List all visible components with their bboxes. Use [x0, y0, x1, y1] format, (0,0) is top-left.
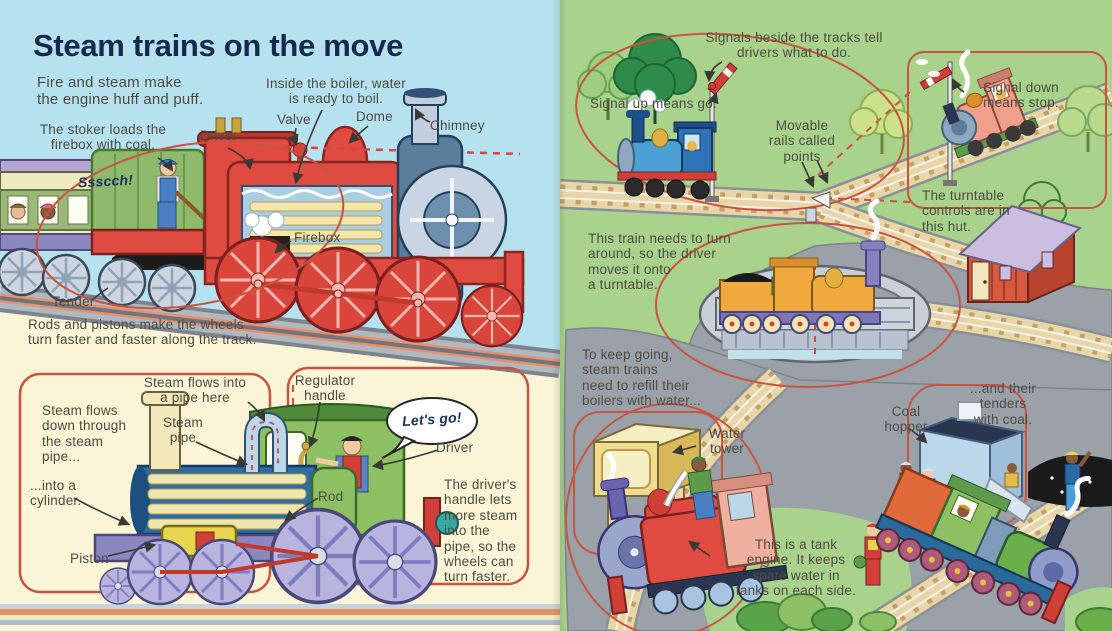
- blue-engine: [617, 89, 717, 200]
- page-right: Signals beside the tracks tell drivers w…: [560, 0, 1112, 631]
- red-tank-engine: [597, 452, 789, 616]
- points-label: Movable rails called points: [768, 118, 836, 164]
- coal-hopper-label: Coal hopper: [884, 404, 928, 435]
- signal-up-label: Signal up means go.: [590, 96, 717, 111]
- firebox-label: Firebox: [294, 230, 341, 245]
- piston-label: Piston: [70, 551, 109, 566]
- hut-note: The turntable controls are in this hut.: [922, 188, 1010, 234]
- steam-down-note: Steam flows down through the steam pipe.…: [42, 403, 127, 465]
- red-steam-engine: [197, 88, 525, 348]
- steam-puff: [244, 211, 285, 237]
- bushes: [736, 593, 1112, 631]
- turntable-hut: [957, 204, 1082, 304]
- dome-label: Dome: [356, 109, 393, 124]
- stoker-note: The stoker loads the firebox with coal.: [39, 122, 167, 153]
- refill-note: To keep going, steam trains need to refi…: [582, 347, 701, 409]
- water-tower-label: Water tower: [708, 426, 746, 457]
- drivers-handle-note: The driver's handle lets more steam into…: [444, 477, 518, 585]
- rods-note: Rods and pistons make the wheels turn fa…: [28, 317, 257, 348]
- red-frame-loop-top: [35, 140, 345, 310]
- page-title: Steam trains on the move: [33, 28, 404, 63]
- green-tank-engine: [874, 466, 1091, 625]
- water-filler-figure: [663, 456, 716, 520]
- tender-label: Tender: [52, 294, 95, 309]
- tree-dark: [613, 33, 697, 105]
- speech-bubble: [381, 397, 478, 459]
- points-detail: [805, 191, 831, 223]
- bottom-track-stripes: [0, 604, 560, 625]
- tenders-coal-note: ...and their tenders with coal.: [969, 381, 1037, 427]
- walking-man: [853, 523, 893, 586]
- leader-lines-left: [73, 107, 439, 557]
- right-page-artwork: [560, 0, 1112, 631]
- signal-down-label: Signal down means stop.: [983, 80, 1059, 111]
- driver-label-bottom: Driver: [436, 440, 474, 455]
- steam-pipe-label: Steam pipe: [162, 415, 204, 446]
- chimney-label: Chimney: [430, 118, 485, 133]
- cutaway-green-engine: [93, 391, 459, 606]
- turn-around-note: This train needs to turn around, so the …: [588, 231, 731, 293]
- boiler-note: Inside the boiler, water is ready to boi…: [266, 76, 406, 107]
- main-track: [0, 284, 560, 378]
- signals-note: Signals beside the tracks tell drivers w…: [705, 30, 883, 61]
- orange-engine: [719, 198, 886, 334]
- salmon-engine: [941, 67, 1039, 159]
- into-cylinder-note: ...into a cylinder.: [30, 478, 82, 509]
- rod-label: Rod: [318, 489, 344, 504]
- tank-engine-note: This is a tank engine. It keeps spare wa…: [735, 537, 857, 599]
- page-left: Steam trains on the move Fire and steam …: [0, 0, 560, 631]
- left-page-artwork: [0, 0, 560, 631]
- intro-note: Fire and steam make the engine huff and …: [37, 74, 204, 109]
- regulator-handle-label: Regulator handle: [294, 373, 356, 404]
- driver-label-top: Driver: [200, 128, 238, 143]
- passenger-carriage: [0, 159, 93, 303]
- steam-into-pipe-label: Steam flows into a pipe here: [143, 375, 247, 406]
- trees: [577, 33, 1112, 246]
- valve-label: Valve: [277, 112, 311, 127]
- leader-lines-right: [671, 61, 965, 557]
- hiss-sound-text: Ssscch!: [77, 171, 134, 191]
